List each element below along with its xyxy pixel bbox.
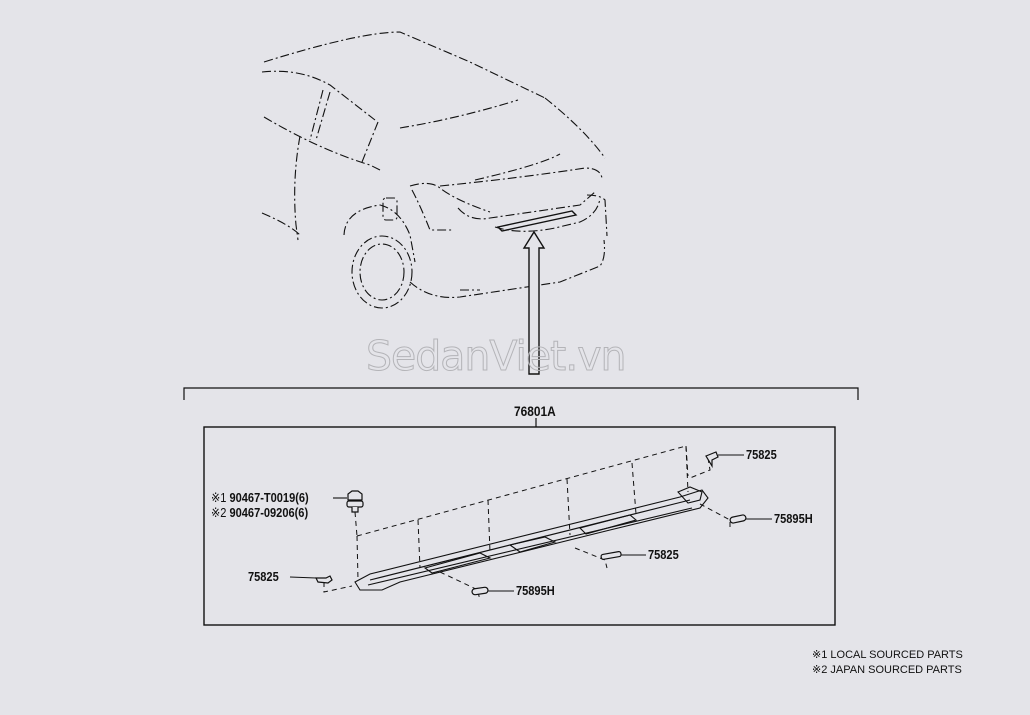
garnish-part	[354, 486, 709, 591]
fastener-part-number: 90467-T0019(6)	[229, 490, 309, 505]
watermark: SedanViet.vn	[366, 332, 628, 381]
callout-pad-center[interactable]: 75895H	[516, 583, 555, 598]
detail-box	[203, 426, 836, 626]
callout-pad-right[interactable]: 75895H	[774, 511, 813, 526]
guide-lines	[323, 445, 731, 601]
fastener-marker: ※2	[211, 505, 227, 520]
assembly-bracket	[183, 387, 859, 427]
location-arrow	[522, 230, 546, 375]
legend-item: ※1 LOCAL SOURCED PARTS	[812, 648, 963, 661]
assembly-part-number[interactable]: 76801A	[514, 403, 556, 419]
legend-marker: ※1	[812, 649, 828, 661]
callout-clip-left[interactable]: 75825	[248, 569, 279, 584]
legend-text: JAPAN SOURCED PARTS	[830, 664, 962, 676]
fastener-marker: ※1	[211, 490, 227, 505]
legend-item: ※2 JAPAN SOURCED PARTS	[812, 663, 962, 676]
leader-lines	[289, 454, 772, 592]
small-parts	[315, 451, 747, 596]
callout-clip-top-right[interactable]: 75825	[746, 447, 777, 462]
rear-garnish-strip	[496, 210, 578, 232]
fastener-row[interactable]: ※1 90467-T0019(6)	[211, 490, 309, 506]
callout-clip-center[interactable]: 75825	[648, 547, 679, 562]
legend-marker: ※2	[812, 664, 828, 676]
legend-text: LOCAL SOURCED PARTS	[830, 649, 963, 661]
fastener-part-number: 90467-09206(6)	[229, 505, 309, 520]
fastener-row[interactable]: ※2 90467-09206(6)	[211, 505, 308, 521]
car-rear-illustration	[261, 31, 608, 309]
